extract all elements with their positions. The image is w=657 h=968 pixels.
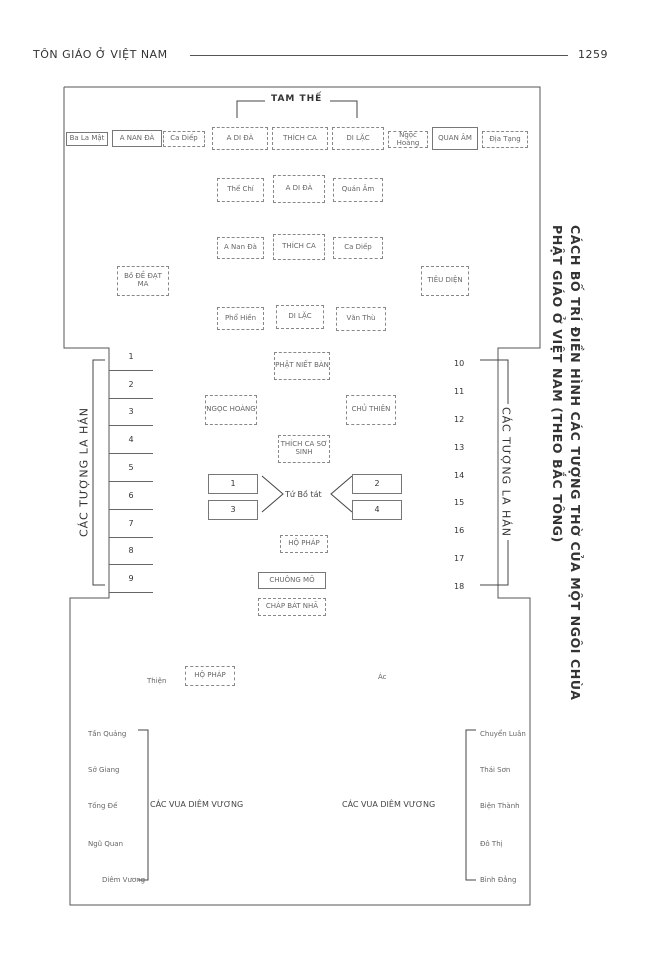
arhat-5: 5 bbox=[109, 454, 153, 482]
top-statue-4: A DI ĐÀ bbox=[212, 127, 268, 150]
tam-the-bracket bbox=[236, 100, 265, 118]
page-number: 1259 bbox=[578, 48, 608, 61]
lower-right-box: Ác bbox=[378, 673, 387, 681]
arhat-6: 6 bbox=[109, 482, 153, 510]
left-king-3: Tống Đế bbox=[88, 802, 118, 810]
top-statue-8: QUAN ÂM bbox=[432, 127, 478, 150]
tam-the-bracket-right bbox=[330, 100, 358, 118]
chuong-mo-box: CHUÔNG MÕ bbox=[258, 572, 326, 589]
phat-nhan-box: PHẬT NIẾT BÀN bbox=[274, 352, 330, 380]
arhat-7: 7 bbox=[109, 510, 153, 538]
row2-center: A DI ĐÀ bbox=[273, 175, 325, 203]
tieu-dien-box: TIÊU DIỆN bbox=[421, 266, 469, 296]
row2-left: Thế Chí bbox=[217, 178, 264, 202]
right-king-1: Chuyển Luân bbox=[480, 730, 526, 738]
left-arhat-bracket bbox=[92, 359, 105, 586]
top-statue-2: A NAN ĐÀ bbox=[112, 130, 162, 147]
row3-center: THÍCH CA bbox=[273, 234, 325, 260]
right-king-2: Thái Sơn bbox=[480, 766, 511, 774]
arhat-14: 14 bbox=[454, 470, 465, 480]
row4-center: DI LẶC bbox=[276, 305, 324, 329]
bo-tat-2: 2 bbox=[352, 474, 402, 494]
left-kings-label: CÁC VUA DIÊM VƯƠNG bbox=[150, 800, 244, 809]
left-king-5: Diêm Vương bbox=[102, 876, 146, 884]
right-king-4: Đô Thị bbox=[480, 840, 503, 848]
tu-bo-tat-label: Tứ Bồ tát bbox=[285, 490, 322, 499]
bo-tat-3: 3 bbox=[208, 500, 258, 520]
ho-phap-box: HỘ PHÁP bbox=[280, 535, 328, 553]
running-header-title: TÔN GIÁO Ở VIỆT NAM bbox=[33, 48, 168, 61]
right-kings-label: CÁC VUA DIÊM VƯƠNG bbox=[342, 800, 436, 809]
lower-left-small: Thiện bbox=[147, 677, 167, 685]
left-king-4: Ngũ Quan bbox=[88, 840, 124, 848]
top-statue-5: THÍCH CA bbox=[272, 127, 328, 150]
arhat-9: 9 bbox=[109, 565, 153, 594]
tam-the-label: TAM THẾ bbox=[268, 94, 326, 104]
arhat-8: 8 bbox=[109, 538, 153, 566]
header-rule bbox=[190, 55, 568, 56]
arhat-16: 16 bbox=[454, 526, 465, 536]
right-arhat-column: 10 11 12 13 14 15 16 17 18 bbox=[438, 350, 482, 600]
top-statue-9: Địa Tạng bbox=[482, 131, 528, 148]
arhat-18: 18 bbox=[454, 581, 465, 591]
top-statue-7: Ngọc Hoàng bbox=[388, 131, 428, 148]
left-king-1: Tần Quảng bbox=[88, 730, 127, 738]
row4-left: Phổ Hiền bbox=[217, 307, 264, 330]
chu-thien-box: CHỦ THIÊN bbox=[346, 395, 396, 425]
arhat-17: 17 bbox=[454, 553, 465, 563]
chevron-right bbox=[330, 475, 353, 513]
arhat-15: 15 bbox=[454, 498, 465, 508]
arhat-4: 4 bbox=[109, 426, 153, 455]
arhat-11: 11 bbox=[454, 387, 465, 397]
lower-left-box: HỘ PHÁP bbox=[185, 666, 235, 686]
right-arhat-label: CÁC TƯỢNG LA HÁN bbox=[499, 403, 513, 541]
arhat-13: 13 bbox=[454, 442, 465, 452]
top-statue-6: DI LẶC bbox=[332, 127, 384, 150]
arhat-12: 12 bbox=[454, 414, 465, 424]
right-kings-bracket bbox=[465, 729, 476, 881]
temple-outline bbox=[63, 86, 541, 906]
bo-tat-1: 1 bbox=[208, 474, 258, 494]
top-statue-3: Ca Diếp bbox=[163, 131, 205, 147]
bo-tat-4: 4 bbox=[352, 500, 402, 520]
title-line-2: PHẬT GIÁO Ở VIỆT NAM (THEO BẮC TÔNG) bbox=[550, 225, 565, 543]
left-arhat-label: CÁC TƯỢNG LA HÁN bbox=[77, 403, 91, 541]
thich-ca-so-sinh-box: THÍCH CA SƠ SINH bbox=[278, 435, 330, 463]
row3-right: Ca Diếp bbox=[333, 237, 383, 259]
right-king-3: Biện Thành bbox=[480, 802, 520, 810]
arhat-1: 1 bbox=[109, 343, 153, 371]
chevron-left bbox=[261, 475, 284, 513]
arhat-2: 2 bbox=[109, 371, 153, 399]
chuong-bat-nha-box: CHÁP BÁT NHÃ bbox=[258, 598, 326, 616]
bo-de-dat-ma-box: Bồ ĐỀ ĐẠT MA bbox=[117, 266, 169, 296]
left-kings-bracket bbox=[138, 729, 149, 881]
row4-right: Văn Thù bbox=[336, 307, 386, 331]
ngoc-hoang-box: NGỌC HOÀNG bbox=[205, 395, 257, 425]
title-line-1: CÁCH BỐ TRÍ ĐIỀN HÌNH CÁC TƯỢNG THỜ CỦA … bbox=[568, 225, 583, 701]
top-statue-1: Ba La Mật bbox=[66, 132, 108, 146]
arhat-10: 10 bbox=[454, 359, 465, 369]
page-title: CÁCH BỐ TRÍ ĐIỀN HÌNH CÁC TƯỢNG THỜ CỦA … bbox=[548, 225, 584, 700]
left-king-2: Sở Giang bbox=[88, 766, 120, 774]
left-arhat-column: 1 2 3 4 5 6 7 8 9 bbox=[109, 343, 153, 594]
arhat-3: 3 bbox=[109, 399, 153, 427]
right-king-5: Bình Đẳng bbox=[480, 876, 517, 884]
row2-right: Quán Âm bbox=[333, 178, 383, 202]
row3-left: A Nan Đà bbox=[217, 237, 264, 259]
